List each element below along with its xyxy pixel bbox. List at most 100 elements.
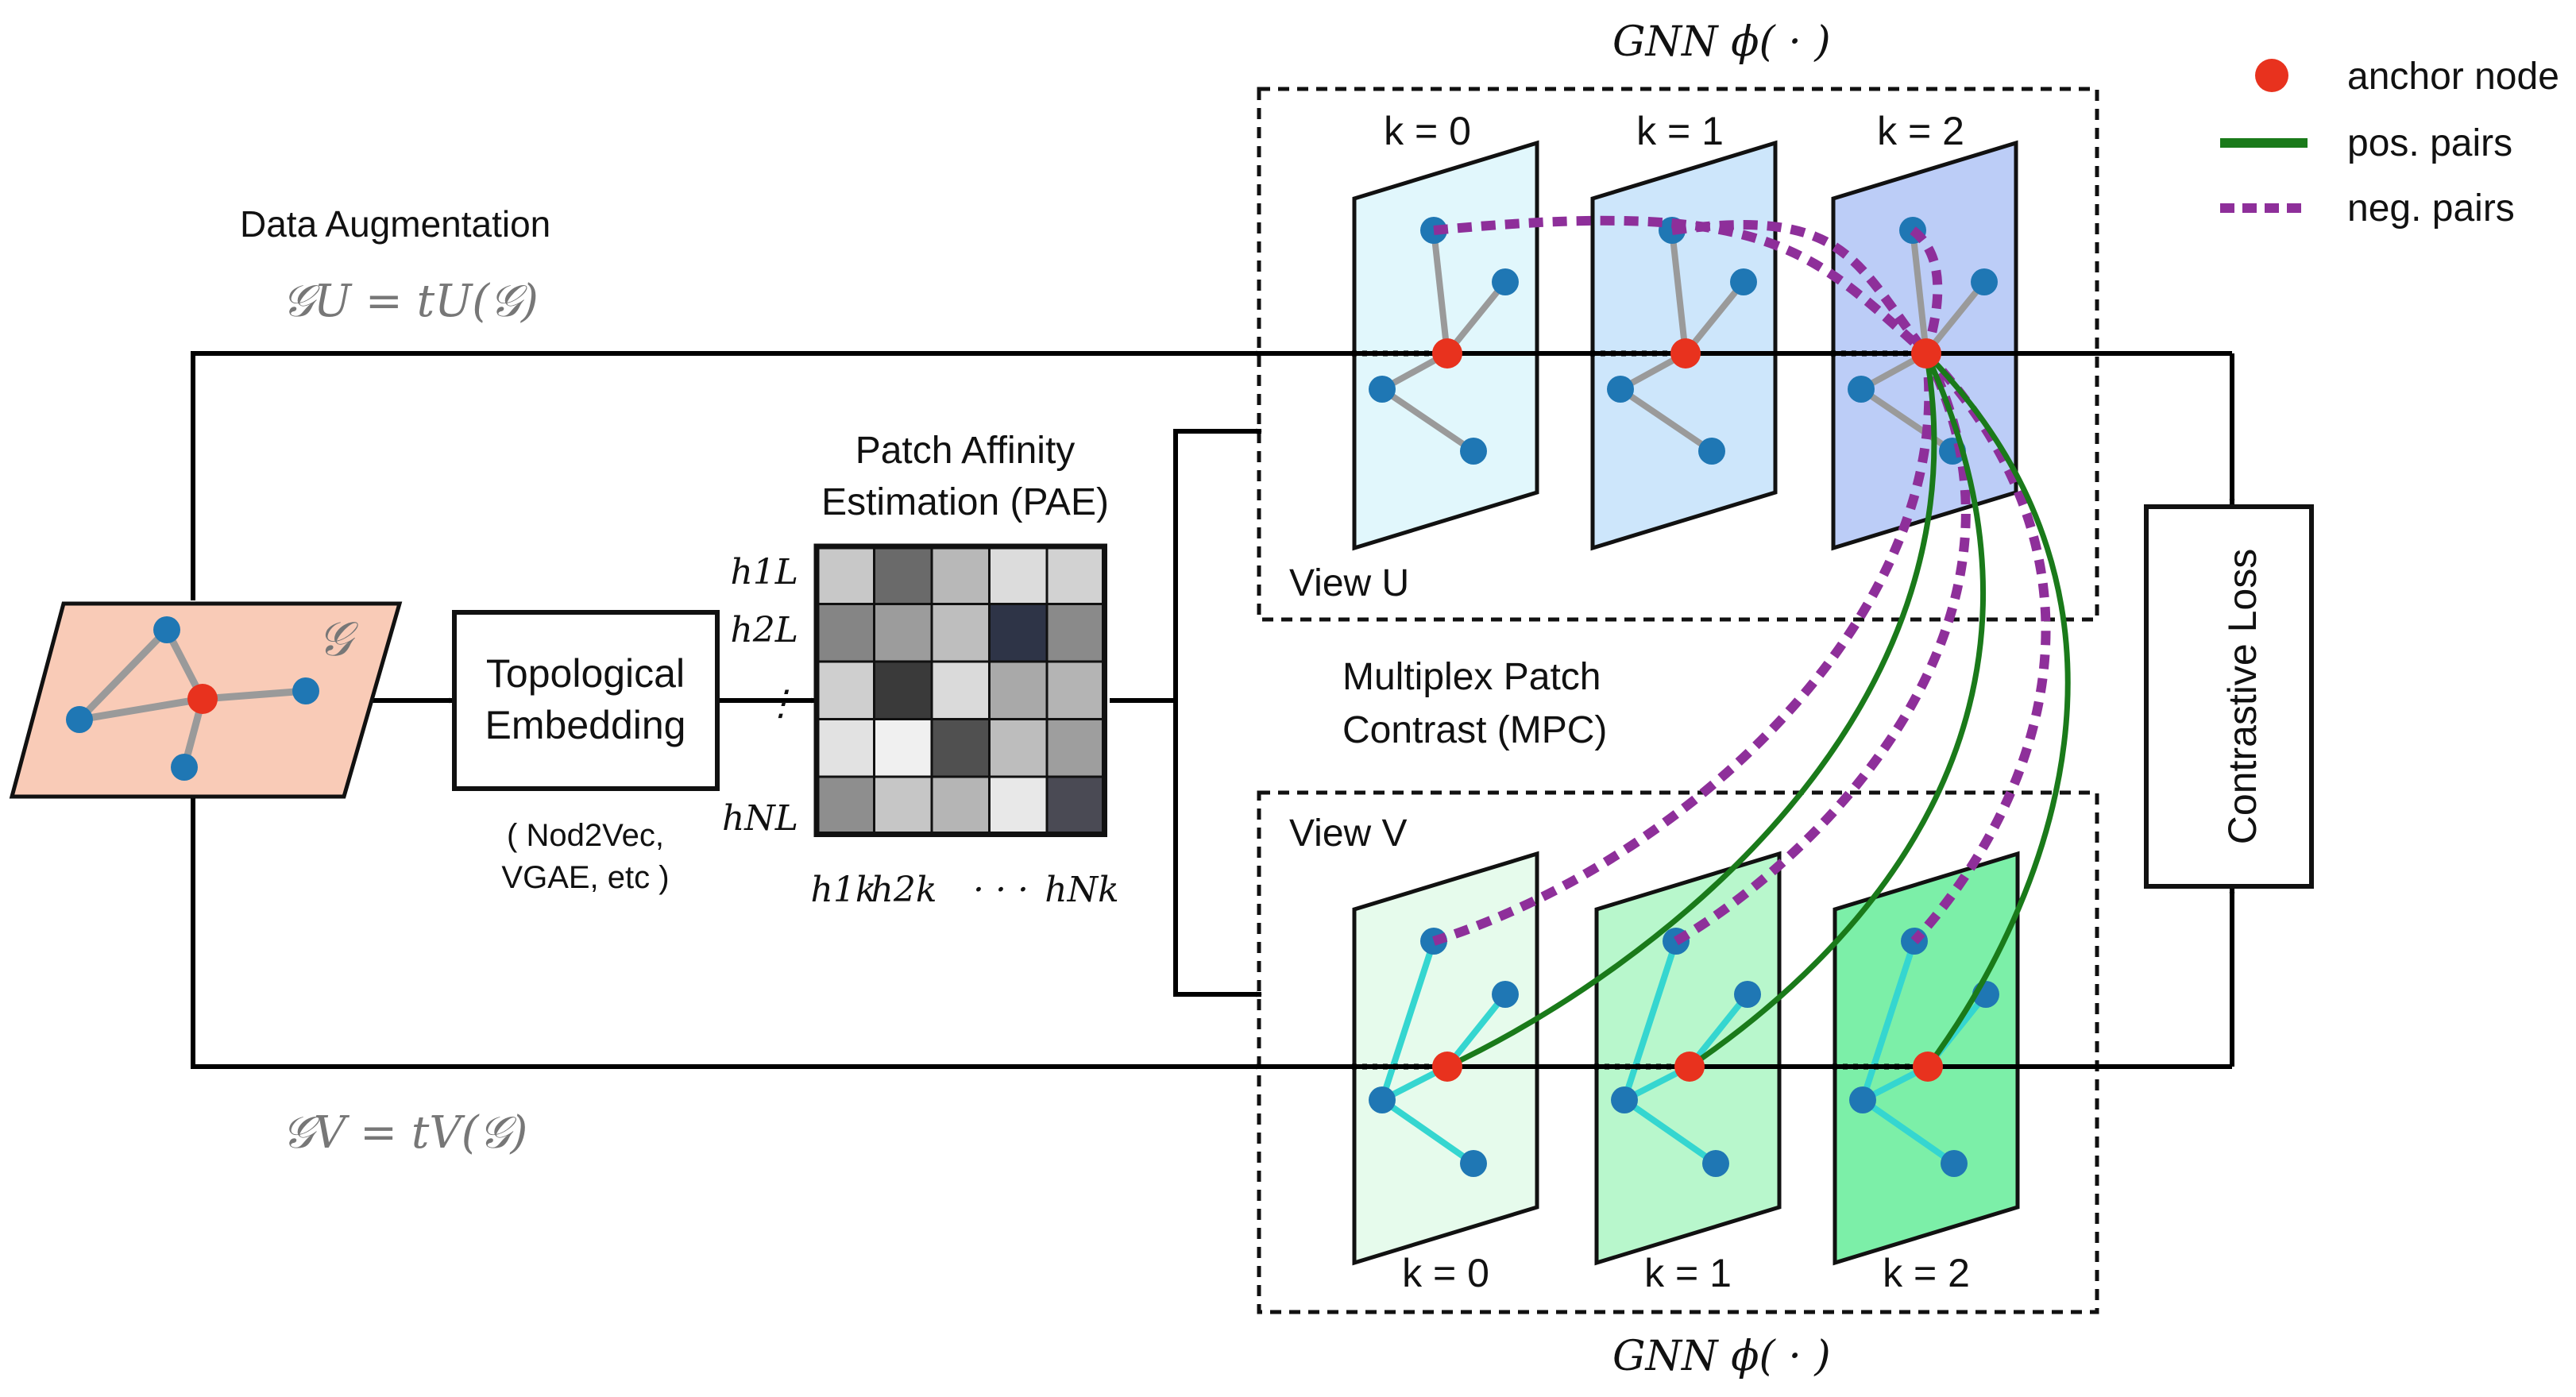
matrix-cell — [930, 603, 991, 663]
matrix-cell — [873, 775, 933, 835]
plane-edge — [1444, 280, 1508, 356]
plane-node — [1492, 981, 1519, 1008]
neg-pair-curve — [1910, 349, 2051, 945]
input-graph: 𝒢 — [9, 601, 403, 799]
plane-edge — [1859, 386, 1955, 454]
matrix-cell — [1045, 775, 1106, 835]
neg-pair-curve — [1671, 220, 1930, 357]
matrix-col-label: h2k — [871, 870, 937, 910]
plane-node — [1848, 376, 1875, 403]
plane-edge — [1682, 280, 1747, 356]
anchor-node — [1432, 1052, 1462, 1082]
matrix-cell — [815, 545, 875, 605]
neg-pair-curve — [1432, 353, 1934, 946]
anchor-node — [1432, 338, 1462, 369]
matrix-cell — [930, 545, 991, 605]
plane-edge — [1621, 940, 1679, 1102]
anchor-node — [1913, 1052, 1943, 1082]
graph-node — [292, 677, 319, 704]
legend-pos-label: pos. pairs — [2347, 122, 2512, 164]
matrix-cell — [815, 603, 875, 663]
matrix-cell — [988, 660, 1049, 720]
topological-note-line1: ( Nod2Vec, — [507, 818, 664, 853]
plane-node — [1607, 376, 1634, 403]
graph-node — [171, 754, 198, 781]
matrix-cell — [815, 775, 875, 835]
matrix-row-label: h1L — [730, 552, 798, 592]
negative-pair-curves — [1432, 215, 2051, 946]
pos-pair-curve — [1688, 352, 1987, 1069]
anchor-node — [1674, 1052, 1705, 1082]
gnn-bottom-label: GNN ϕ( · ) — [1612, 1333, 1831, 1380]
g-v-equation: 𝒢V = tV(𝒢) — [282, 1107, 527, 1159]
neg-pair-curve — [1433, 215, 1930, 357]
plane-node — [1730, 268, 1757, 295]
graph-node — [153, 616, 180, 643]
plane-node — [1734, 981, 1761, 1008]
topological-note-line2: VGAE, etc ) — [501, 860, 669, 895]
plane-edge — [1380, 386, 1476, 454]
plane-edge — [1686, 992, 1751, 1069]
matrix-row-label: ⋮ — [763, 683, 798, 724]
g-u-equation: 𝒢U = tU(𝒢) — [282, 276, 539, 327]
pae-label-line2: Estimation (PAE) — [821, 481, 1109, 523]
plane-node — [1369, 376, 1396, 403]
contrastive-loss-label: Contrastive Loss — [2220, 549, 2265, 844]
anchor-nodes — [1432, 338, 1943, 1082]
mpc-label-line2: Contrast (MPC) — [1342, 709, 1607, 751]
plane-edge — [1431, 230, 1450, 354]
legend-anchor-label: anchor node — [2347, 56, 2559, 98]
matrix-cell — [815, 660, 875, 720]
matrix-cell — [988, 775, 1049, 835]
matrix-cell — [1045, 545, 1106, 605]
view-v-box — [1257, 790, 2099, 1314]
plane-node — [1460, 438, 1487, 465]
anchor-node — [1670, 338, 1701, 369]
matrix-cell — [930, 718, 991, 778]
plane-edge — [1379, 940, 1437, 1102]
graph-anchor-node — [187, 684, 218, 714]
plane-edge — [1910, 230, 1929, 354]
plane-edge — [1669, 230, 1689, 354]
k-label-bottom: k = 0 — [1402, 1251, 1489, 1295]
k-label-top: k = 2 — [1877, 109, 1964, 153]
data-augmentation-label: Data Augmentation — [240, 203, 550, 245]
matrix-cell — [988, 603, 1049, 663]
matrix-col-label: hNk — [1045, 870, 1119, 910]
matrix-cell — [1045, 718, 1106, 778]
flow-lines — [191, 350, 2235, 1070]
legend-anchor-icon — [2255, 59, 2288, 92]
plane-node — [1460, 1150, 1487, 1177]
positive-pair-curves — [1446, 351, 2071, 1070]
plane-edge — [1380, 1097, 1476, 1167]
contrastive-loss-box — [2144, 504, 2314, 889]
matrix-cell — [930, 775, 991, 835]
k-labels: k = 0k = 0k = 1k = 1k = 2k = 2 — [1384, 109, 1970, 1295]
neg-pair-curve — [1673, 351, 1971, 946]
matrix-cell — [930, 660, 991, 720]
plane-node — [1941, 1150, 1968, 1177]
matrix-border — [813, 543, 1107, 837]
matrix-row-label: hNL — [722, 798, 798, 839]
plane-node — [1849, 1086, 1876, 1113]
anchor-node — [1911, 338, 1941, 369]
view-u-label: View U — [1289, 562, 1409, 604]
gnn-top-label: GNN ϕ( · ) — [1612, 18, 1831, 66]
matrix-to-v-arrow — [1173, 700, 1262, 998]
plane-node — [1611, 1086, 1638, 1113]
matrix-row-label: h2L — [730, 610, 798, 650]
pae-label-line1: Patch Affinity — [855, 430, 1076, 472]
topological-label-line1: Topological — [486, 651, 685, 696]
plane-edge — [1622, 1097, 1718, 1167]
matrix-to-u-arrow — [1173, 428, 1262, 700]
matrix-col-label: h1k — [811, 870, 877, 910]
matrix-cell — [815, 718, 875, 778]
dotted-chain-arrows — [1352, 350, 1911, 1070]
matrix-cell — [988, 718, 1049, 778]
plane-edge — [1444, 992, 1508, 1069]
plane-node — [1702, 1150, 1729, 1177]
plane-edge — [1923, 280, 1987, 356]
